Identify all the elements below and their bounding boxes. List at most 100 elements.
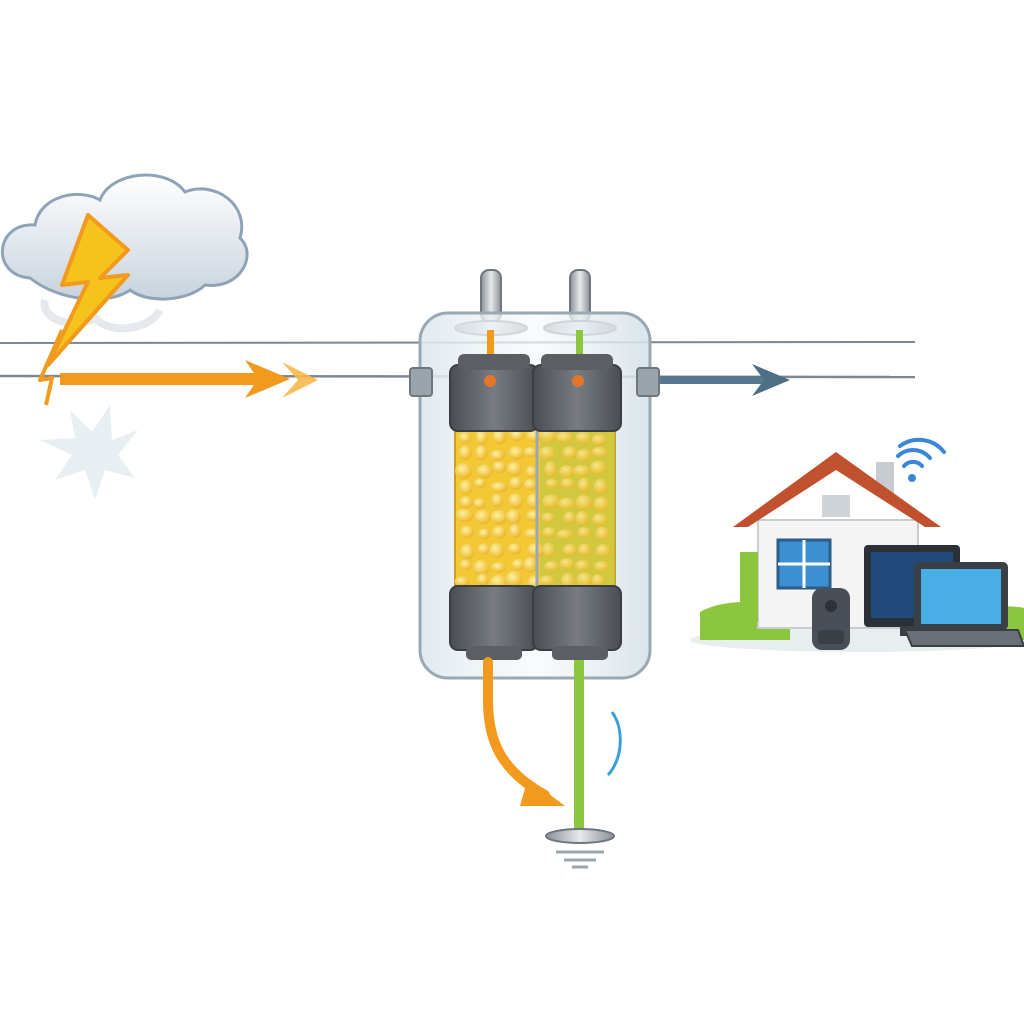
varistor-granule [524, 528, 542, 540]
varistor-granule [577, 477, 590, 493]
varistor-granule [558, 497, 576, 511]
varistor-granule [542, 542, 556, 558]
varistor-granule [542, 527, 557, 538]
varistor-granule [525, 465, 538, 478]
varistor-granule [492, 429, 507, 445]
varistor-granule [591, 434, 607, 446]
varistor-granule [508, 493, 524, 509]
varistor-granule [541, 512, 556, 523]
ground-path [574, 660, 622, 832]
varistor-granule [508, 523, 522, 539]
varistor-granule [492, 461, 507, 474]
varistor-granule [591, 574, 605, 587]
varistor-granule [459, 479, 473, 495]
varistor-granule [509, 429, 525, 442]
varistor-granule [509, 476, 523, 490]
varistor-granule [539, 575, 555, 586]
varistor-granule [505, 508, 521, 525]
varistor-granule [490, 449, 505, 462]
varistor-granule [575, 511, 589, 526]
varistor-granule [577, 526, 592, 539]
wifi-icon [896, 437, 946, 482]
varistor-granule [507, 543, 522, 555]
varistor-granule [523, 446, 539, 458]
varistor-granule [525, 510, 542, 522]
varistor-granule [491, 525, 507, 539]
protected-home [690, 437, 1024, 652]
varistor-granule [545, 478, 559, 489]
varistor-granule [542, 494, 560, 509]
varistor-granule [544, 560, 560, 572]
varistor-granule [473, 498, 486, 509]
varistor-granule [490, 481, 508, 493]
varistor-granule [455, 508, 474, 523]
varistor-granule [573, 465, 591, 477]
varistor-granule [475, 429, 488, 446]
varistor-granule [574, 559, 591, 572]
varistor-granule [458, 432, 472, 444]
varistor-granule [506, 461, 523, 477]
varistor-granule [459, 496, 474, 509]
varistor-granule [556, 529, 574, 540]
varistor-granule [594, 561, 609, 572]
cloud-icon [1, 173, 249, 333]
ground-symbol-icon [545, 828, 615, 869]
varistor-granule [560, 478, 575, 489]
varistor-granule [523, 478, 538, 491]
varistor-granule [474, 509, 492, 525]
spark-splash-icon [40, 405, 138, 500]
router-icon [812, 588, 850, 650]
varistor-granule [563, 511, 576, 524]
varistor-granule [491, 562, 507, 573]
varistor-granule [455, 462, 473, 479]
varistor-granule [591, 446, 608, 458]
varistor-granule [523, 556, 538, 573]
protected-output-arrow [660, 364, 790, 396]
varistor-granule [458, 445, 472, 460]
varistor-granule [478, 528, 491, 540]
varistor-granule [539, 446, 556, 461]
varistor-cartridge-icon [409, 269, 660, 680]
varistor-granule [544, 461, 557, 478]
varistor-granule [555, 431, 574, 443]
varistor-granule [460, 543, 475, 560]
varistor-granule [595, 526, 610, 541]
varistor-granule [562, 446, 578, 460]
varistor-granule [592, 513, 608, 526]
varistor-granule [490, 510, 508, 525]
varistor-granule [575, 494, 593, 511]
varistor-granule [595, 544, 611, 558]
varistor-granule [558, 464, 575, 478]
varistor-granule [575, 431, 592, 444]
varistor-granule [508, 446, 525, 460]
varistor-granule [474, 444, 488, 461]
varistor-granule [491, 493, 504, 508]
varistor-granule [562, 544, 577, 557]
varistor-granule [576, 448, 591, 462]
varistor-granule [511, 558, 526, 571]
varistor-granule [476, 464, 493, 479]
varistor-granule [477, 543, 491, 555]
lightning-icon [38, 213, 130, 406]
varistor-granule [593, 496, 610, 512]
varistor-granule [473, 559, 490, 576]
varistor-granule [593, 478, 608, 495]
house-window [776, 538, 832, 590]
incoming-surge-arrow [60, 360, 318, 398]
varistor-granule [559, 557, 575, 570]
varistor-granule [576, 572, 593, 587]
diverted-surge-arrow [483, 657, 565, 806]
varistor-granule [577, 543, 591, 557]
varistor-granule [476, 573, 489, 586]
varistor-granule [560, 573, 575, 589]
laptop-icon [903, 562, 1024, 647]
varistor-granule [590, 460, 607, 475]
varistor-granule [454, 576, 470, 587]
varistor-granule [473, 478, 487, 489]
varistor-granule [459, 525, 475, 539]
metal-oxide-varistor-stack [454, 424, 616, 596]
varistor-granule [489, 542, 505, 559]
varistor-granule [459, 559, 472, 571]
varistor-granule [505, 571, 523, 587]
